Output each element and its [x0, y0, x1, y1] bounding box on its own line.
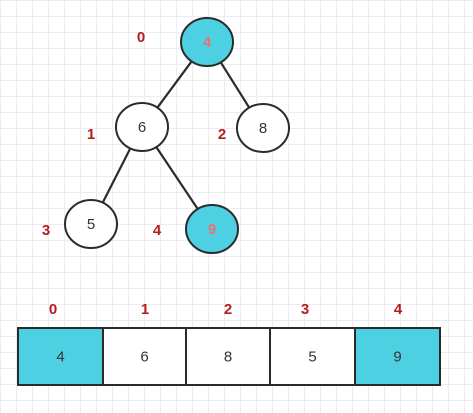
- tree-nodes: 4 6 8 5 9: [64, 17, 290, 254]
- tree-edge-1-3: [101, 146, 132, 205]
- tree-node-value: 4: [203, 34, 212, 51]
- array-cell-2: 8: [185, 327, 271, 386]
- array-index-label-2: 2: [224, 301, 232, 318]
- array-cell-box: [102, 327, 187, 386]
- array-cell-0: 4: [17, 327, 104, 386]
- array-index-label-0: 0: [49, 301, 57, 318]
- tree-edges: [101, 59, 251, 212]
- array-cell-value: 5: [308, 349, 316, 366]
- array-cell-box: [17, 327, 104, 386]
- tree-node-circle: [64, 199, 118, 249]
- tree-index-label-1: 1: [87, 126, 95, 143]
- array-cells: 4 6 8 5 9: [17, 327, 441, 386]
- tree-index-label-3: 3: [42, 222, 50, 239]
- tree-node-0: 4: [180, 17, 234, 67]
- tree-node-value: 9: [208, 221, 216, 238]
- tree-node-4: 9: [185, 204, 239, 254]
- tree-node-2: 8: [236, 103, 290, 153]
- array-cell-4: 9: [354, 327, 441, 386]
- array-cell-box: [185, 327, 271, 386]
- tree-node-value: 5: [87, 216, 95, 233]
- array-cell-value: 4: [56, 349, 64, 366]
- array-cell-value: 9: [393, 349, 401, 366]
- array-cell-box: [354, 327, 441, 386]
- tree-node-circle: [236, 103, 290, 153]
- tree-node-1: 6: [115, 102, 169, 152]
- tree-index-label-4: 4: [153, 222, 162, 239]
- array-index-label-3: 3: [301, 301, 309, 318]
- tree-index-labels: 0 1 2 3 4: [42, 29, 226, 239]
- array-cell-3: 5: [269, 327, 356, 386]
- array-cell-box: [269, 327, 356, 386]
- tree-edge-0-1: [155, 59, 194, 110]
- tree-node-3: 5: [64, 199, 118, 249]
- tree-edge-0-2: [219, 60, 251, 110]
- tree-node-value: 8: [259, 120, 267, 137]
- tree-node-circle: [115, 102, 169, 152]
- array-cell-value: 8: [224, 349, 232, 366]
- tree-edge-1-4: [154, 144, 200, 212]
- array-cell-value: 6: [140, 349, 148, 366]
- tree-index-label-2: 2: [218, 126, 226, 143]
- tree-node-value: 6: [138, 119, 146, 136]
- tree-node-circle: [180, 17, 234, 67]
- array-cell-1: 6: [102, 327, 187, 386]
- array-index-label-1: 1: [141, 301, 149, 318]
- tree-node-circle: [185, 204, 239, 254]
- array-index-label-4: 4: [394, 301, 403, 318]
- array-index-labels: 0 1 2 3 4: [49, 301, 403, 318]
- tree-index-label-0: 0: [137, 29, 145, 46]
